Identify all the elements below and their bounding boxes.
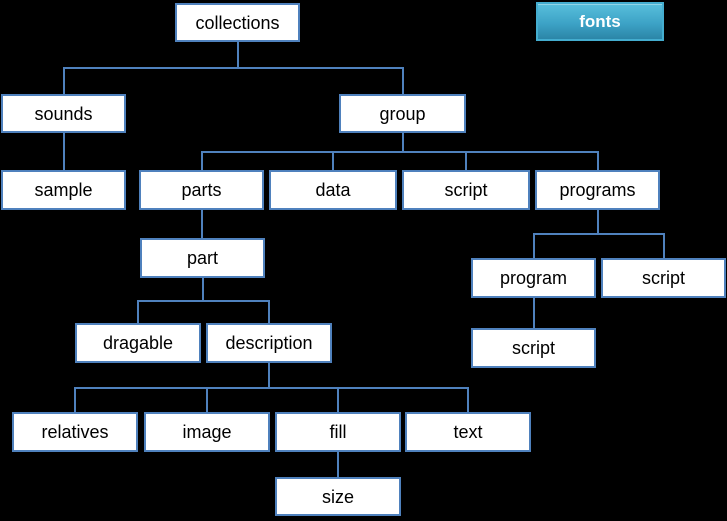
node-parts: parts: [139, 170, 264, 210]
node-script-program: script: [471, 328, 596, 368]
connector-line: [533, 233, 665, 235]
node-script-programs: script: [601, 258, 726, 298]
connector-line: [201, 210, 203, 238]
connector-line: [237, 42, 239, 68]
connector-line: [268, 301, 270, 323]
connector-line: [201, 151, 599, 153]
node-relatives: relatives: [12, 412, 138, 452]
node-sounds: sounds: [1, 94, 126, 133]
connector-line: [337, 452, 339, 477]
node-script-group: script: [402, 170, 530, 210]
node-programs: programs: [535, 170, 660, 210]
connector-line: [63, 68, 65, 94]
connector-line: [332, 152, 334, 170]
connector-line: [201, 152, 203, 170]
connector-line: [74, 388, 76, 412]
node-part: part: [140, 238, 265, 278]
connector-line: [533, 234, 535, 258]
connector-line: [597, 210, 599, 234]
connector-line: [402, 68, 404, 94]
connector-line: [74, 387, 469, 389]
node-program: program: [471, 258, 596, 298]
node-data: data: [269, 170, 397, 210]
node-collections: collections: [175, 3, 300, 42]
connector-line: [467, 388, 469, 412]
connector-line: [533, 298, 535, 328]
node-dragable: dragable: [75, 323, 201, 363]
connector-line: [268, 363, 270, 388]
node-sample: sample: [1, 170, 126, 210]
connector-line: [465, 152, 467, 170]
connector-line: [137, 300, 270, 302]
node-description: description: [206, 323, 332, 363]
node-fill: fill: [275, 412, 401, 452]
node-size: size: [275, 477, 401, 516]
connector-line: [206, 388, 208, 412]
node-image: image: [144, 412, 270, 452]
fonts-button[interactable]: fonts: [536, 2, 664, 41]
connector-line: [202, 278, 204, 301]
connector-line: [663, 234, 665, 258]
connector-line: [137, 301, 139, 323]
connector-line: [597, 152, 599, 170]
connector-line: [402, 133, 404, 152]
connector-line: [337, 388, 339, 412]
node-group: group: [339, 94, 466, 133]
connector-line: [63, 67, 404, 69]
connector-line: [63, 133, 65, 170]
node-text: text: [405, 412, 531, 452]
